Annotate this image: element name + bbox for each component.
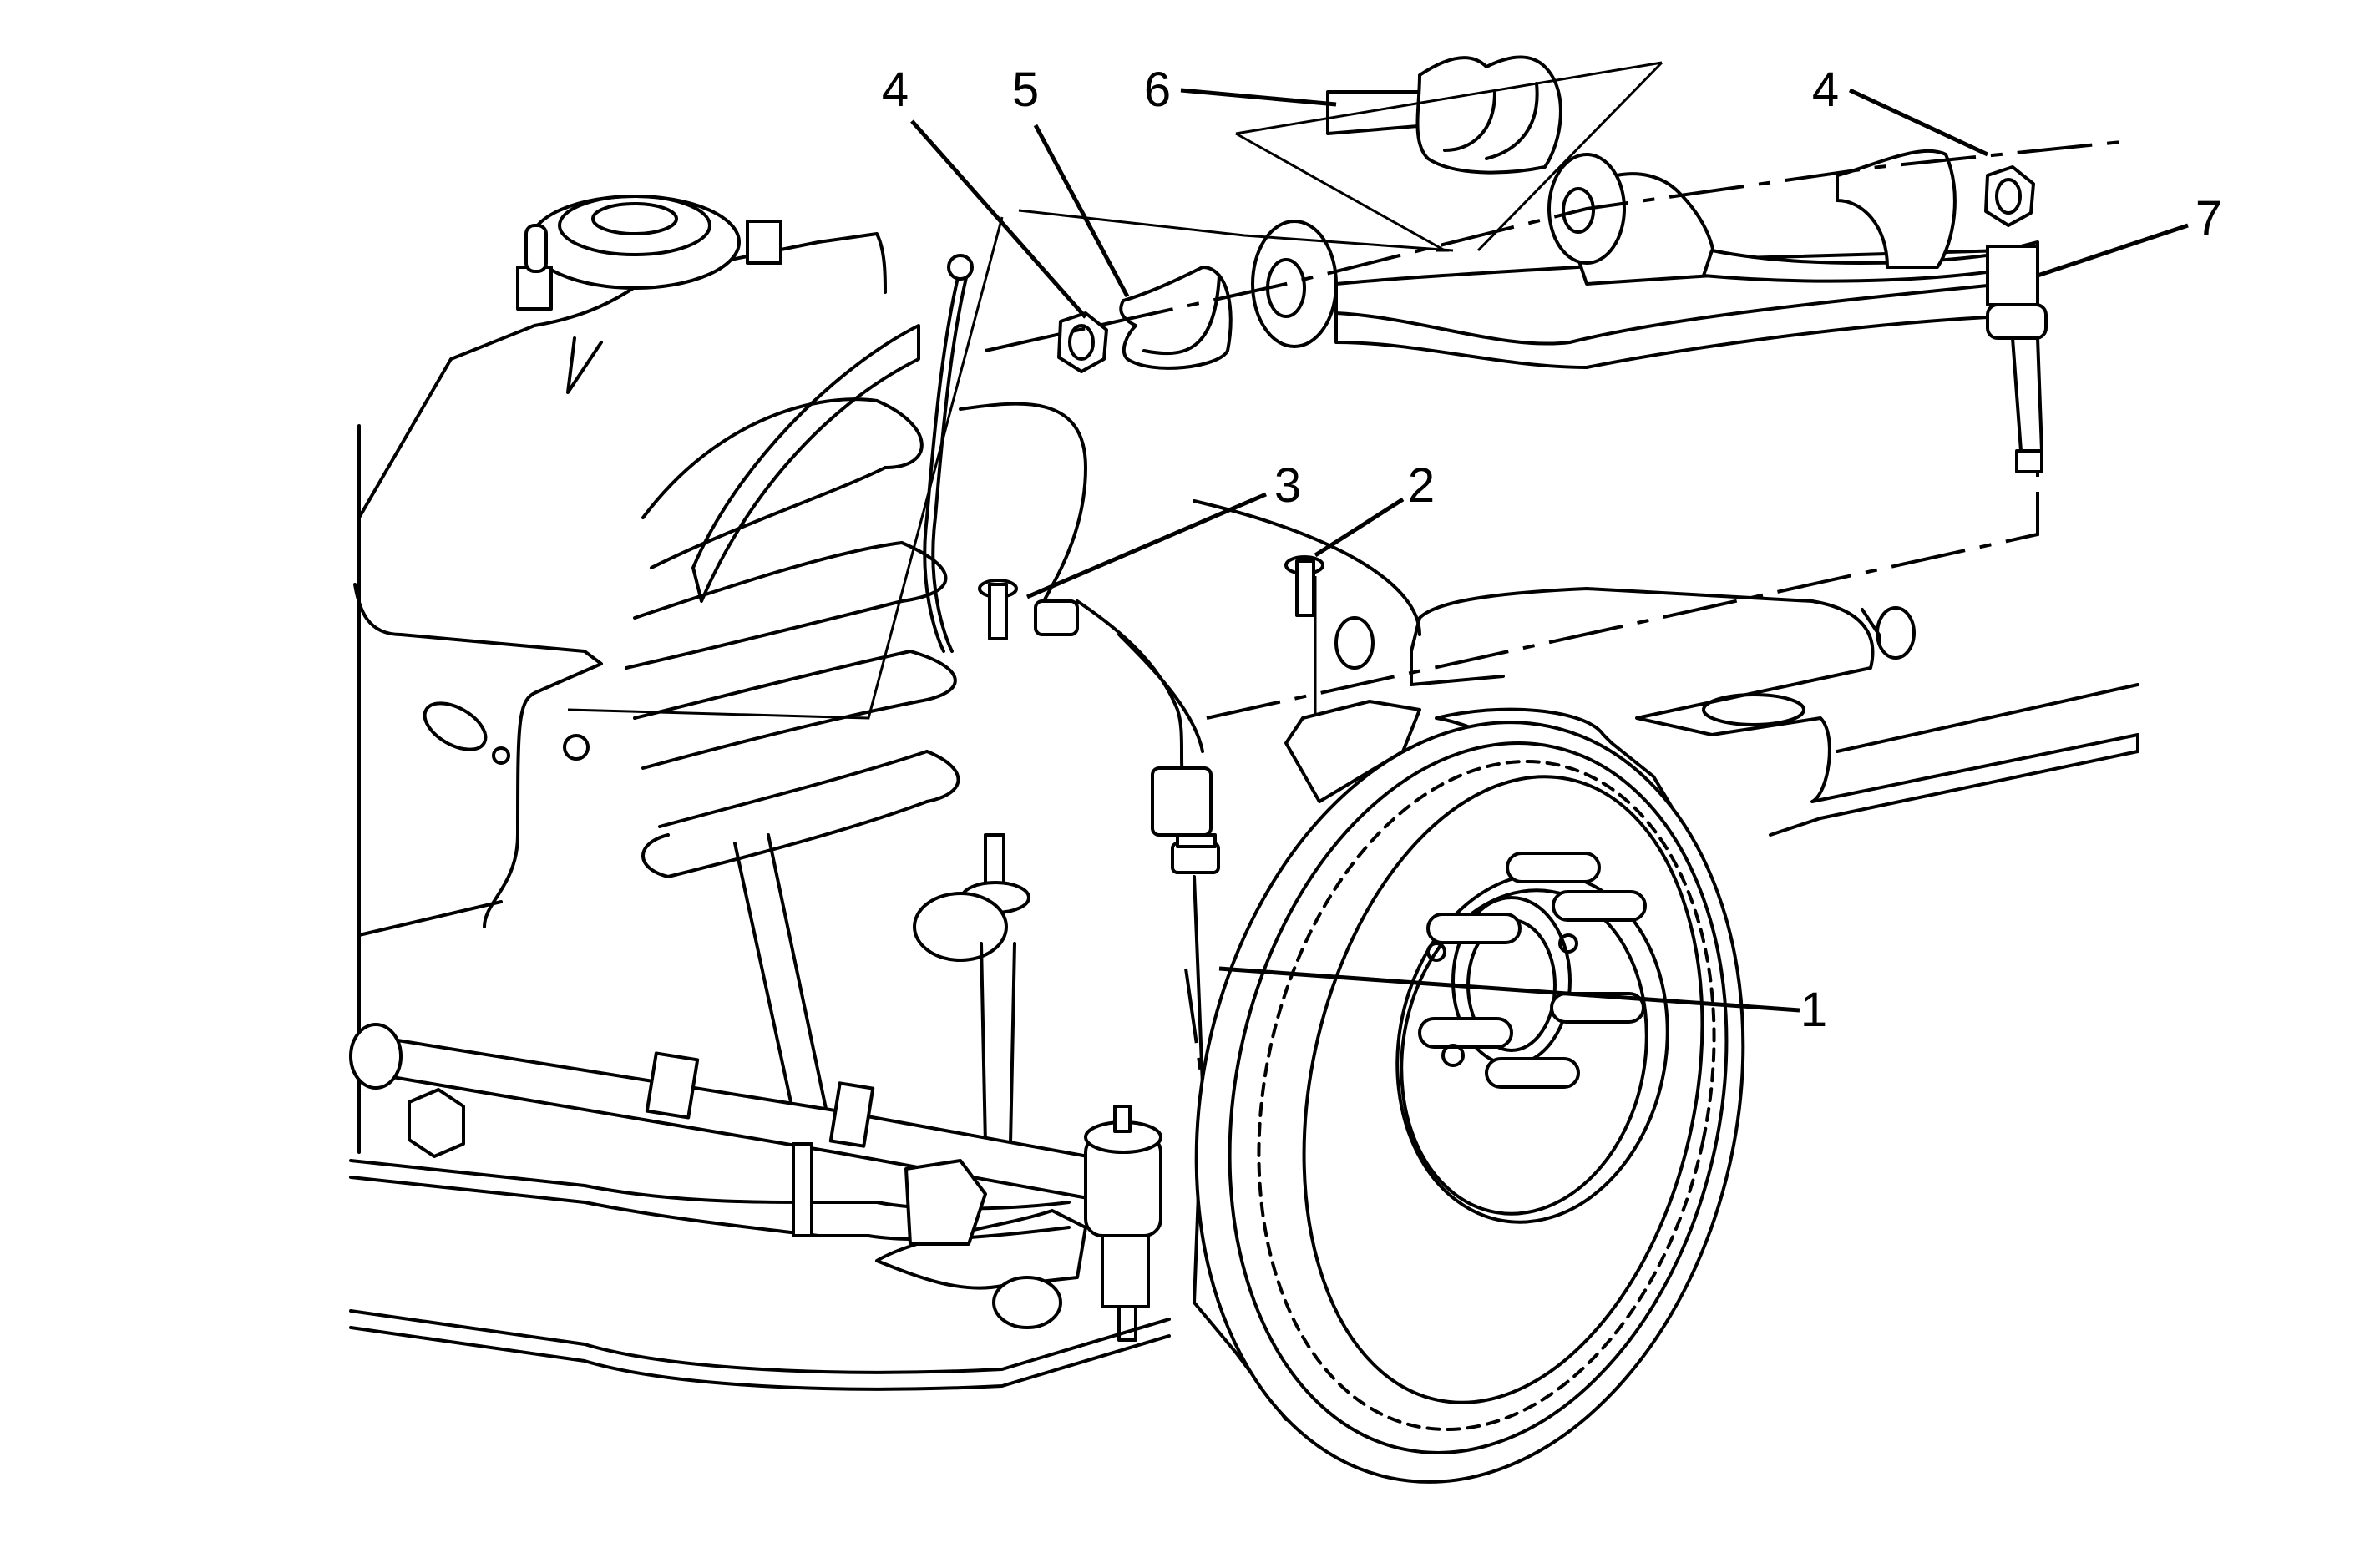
lower-control-arm	[349, 1142, 1171, 1391]
shock-absorber	[733, 833, 837, 1154]
callout-2: 2	[1407, 458, 1436, 513]
nut-1	[1171, 833, 1220, 874]
brake-rotor	[1194, 721, 1745, 1484]
wheel-studs	[1418, 852, 1647, 1089]
callout-1: 1	[1800, 983, 1828, 1037]
callout-4-right: 4	[1811, 63, 1840, 117]
callout-3: 3	[1274, 458, 1302, 513]
coil-spring	[625, 324, 960, 878]
callout-6: 6	[1143, 63, 1172, 117]
stabilizer-link	[913, 833, 1030, 1146]
callout-7: 7	[2195, 191, 2223, 245]
callout-5: 5	[1011, 63, 1040, 117]
frame-rail	[1193, 499, 2139, 837]
bolts	[978, 555, 1324, 837]
callout-4-left: 4	[881, 63, 909, 117]
upper-control-arm	[1251, 153, 2048, 473]
leader-lines	[910, 88, 2189, 1013]
tie-rod	[349, 1023, 1162, 1342]
